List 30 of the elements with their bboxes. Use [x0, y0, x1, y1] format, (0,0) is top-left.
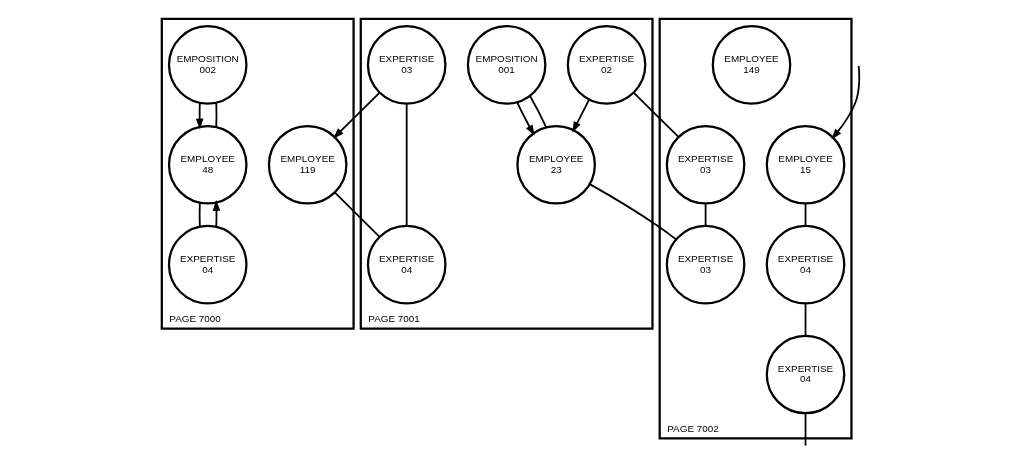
connector [704, 202, 707, 227]
arrow [333, 91, 381, 139]
node-circle: EMPOSITION 002 [167, 24, 248, 105]
connector [405, 102, 408, 227]
node-circle: EMPLOYEE 119 [267, 124, 348, 205]
arrow [572, 98, 591, 133]
node-circle: EXPERTISE 03 [366, 24, 447, 105]
connector [198, 201, 201, 228]
arrow [195, 101, 204, 130]
node-circle: EMPLOYEE 48 [167, 124, 248, 205]
node-circle: EXPERTISE 04 [765, 224, 846, 305]
arrow [831, 64, 861, 140]
connector [804, 412, 807, 447]
connector [588, 183, 677, 241]
connector [215, 101, 218, 128]
node-circle: EMPLOYEE 15 [765, 124, 846, 205]
connector [529, 95, 548, 129]
node-circle: EXPERTISE 04 [167, 224, 248, 305]
node-circle: EXPERTISE 03 [665, 124, 746, 205]
node-circle: EMPOSITION 001 [466, 24, 547, 105]
connector [632, 91, 680, 138]
node-circle: EXPERTISE 04 [765, 334, 846, 415]
connector [804, 302, 807, 337]
arrow [516, 101, 535, 136]
node-circle: EXPERTISE 04 [366, 224, 447, 305]
node-circle: EMPLOYEE 149 [711, 24, 792, 105]
connector [333, 191, 381, 238]
node-circle: EXPERTISE 03 [665, 224, 746, 305]
node-circle: EXPERTISE 02 [566, 24, 647, 105]
connector [804, 202, 807, 227]
